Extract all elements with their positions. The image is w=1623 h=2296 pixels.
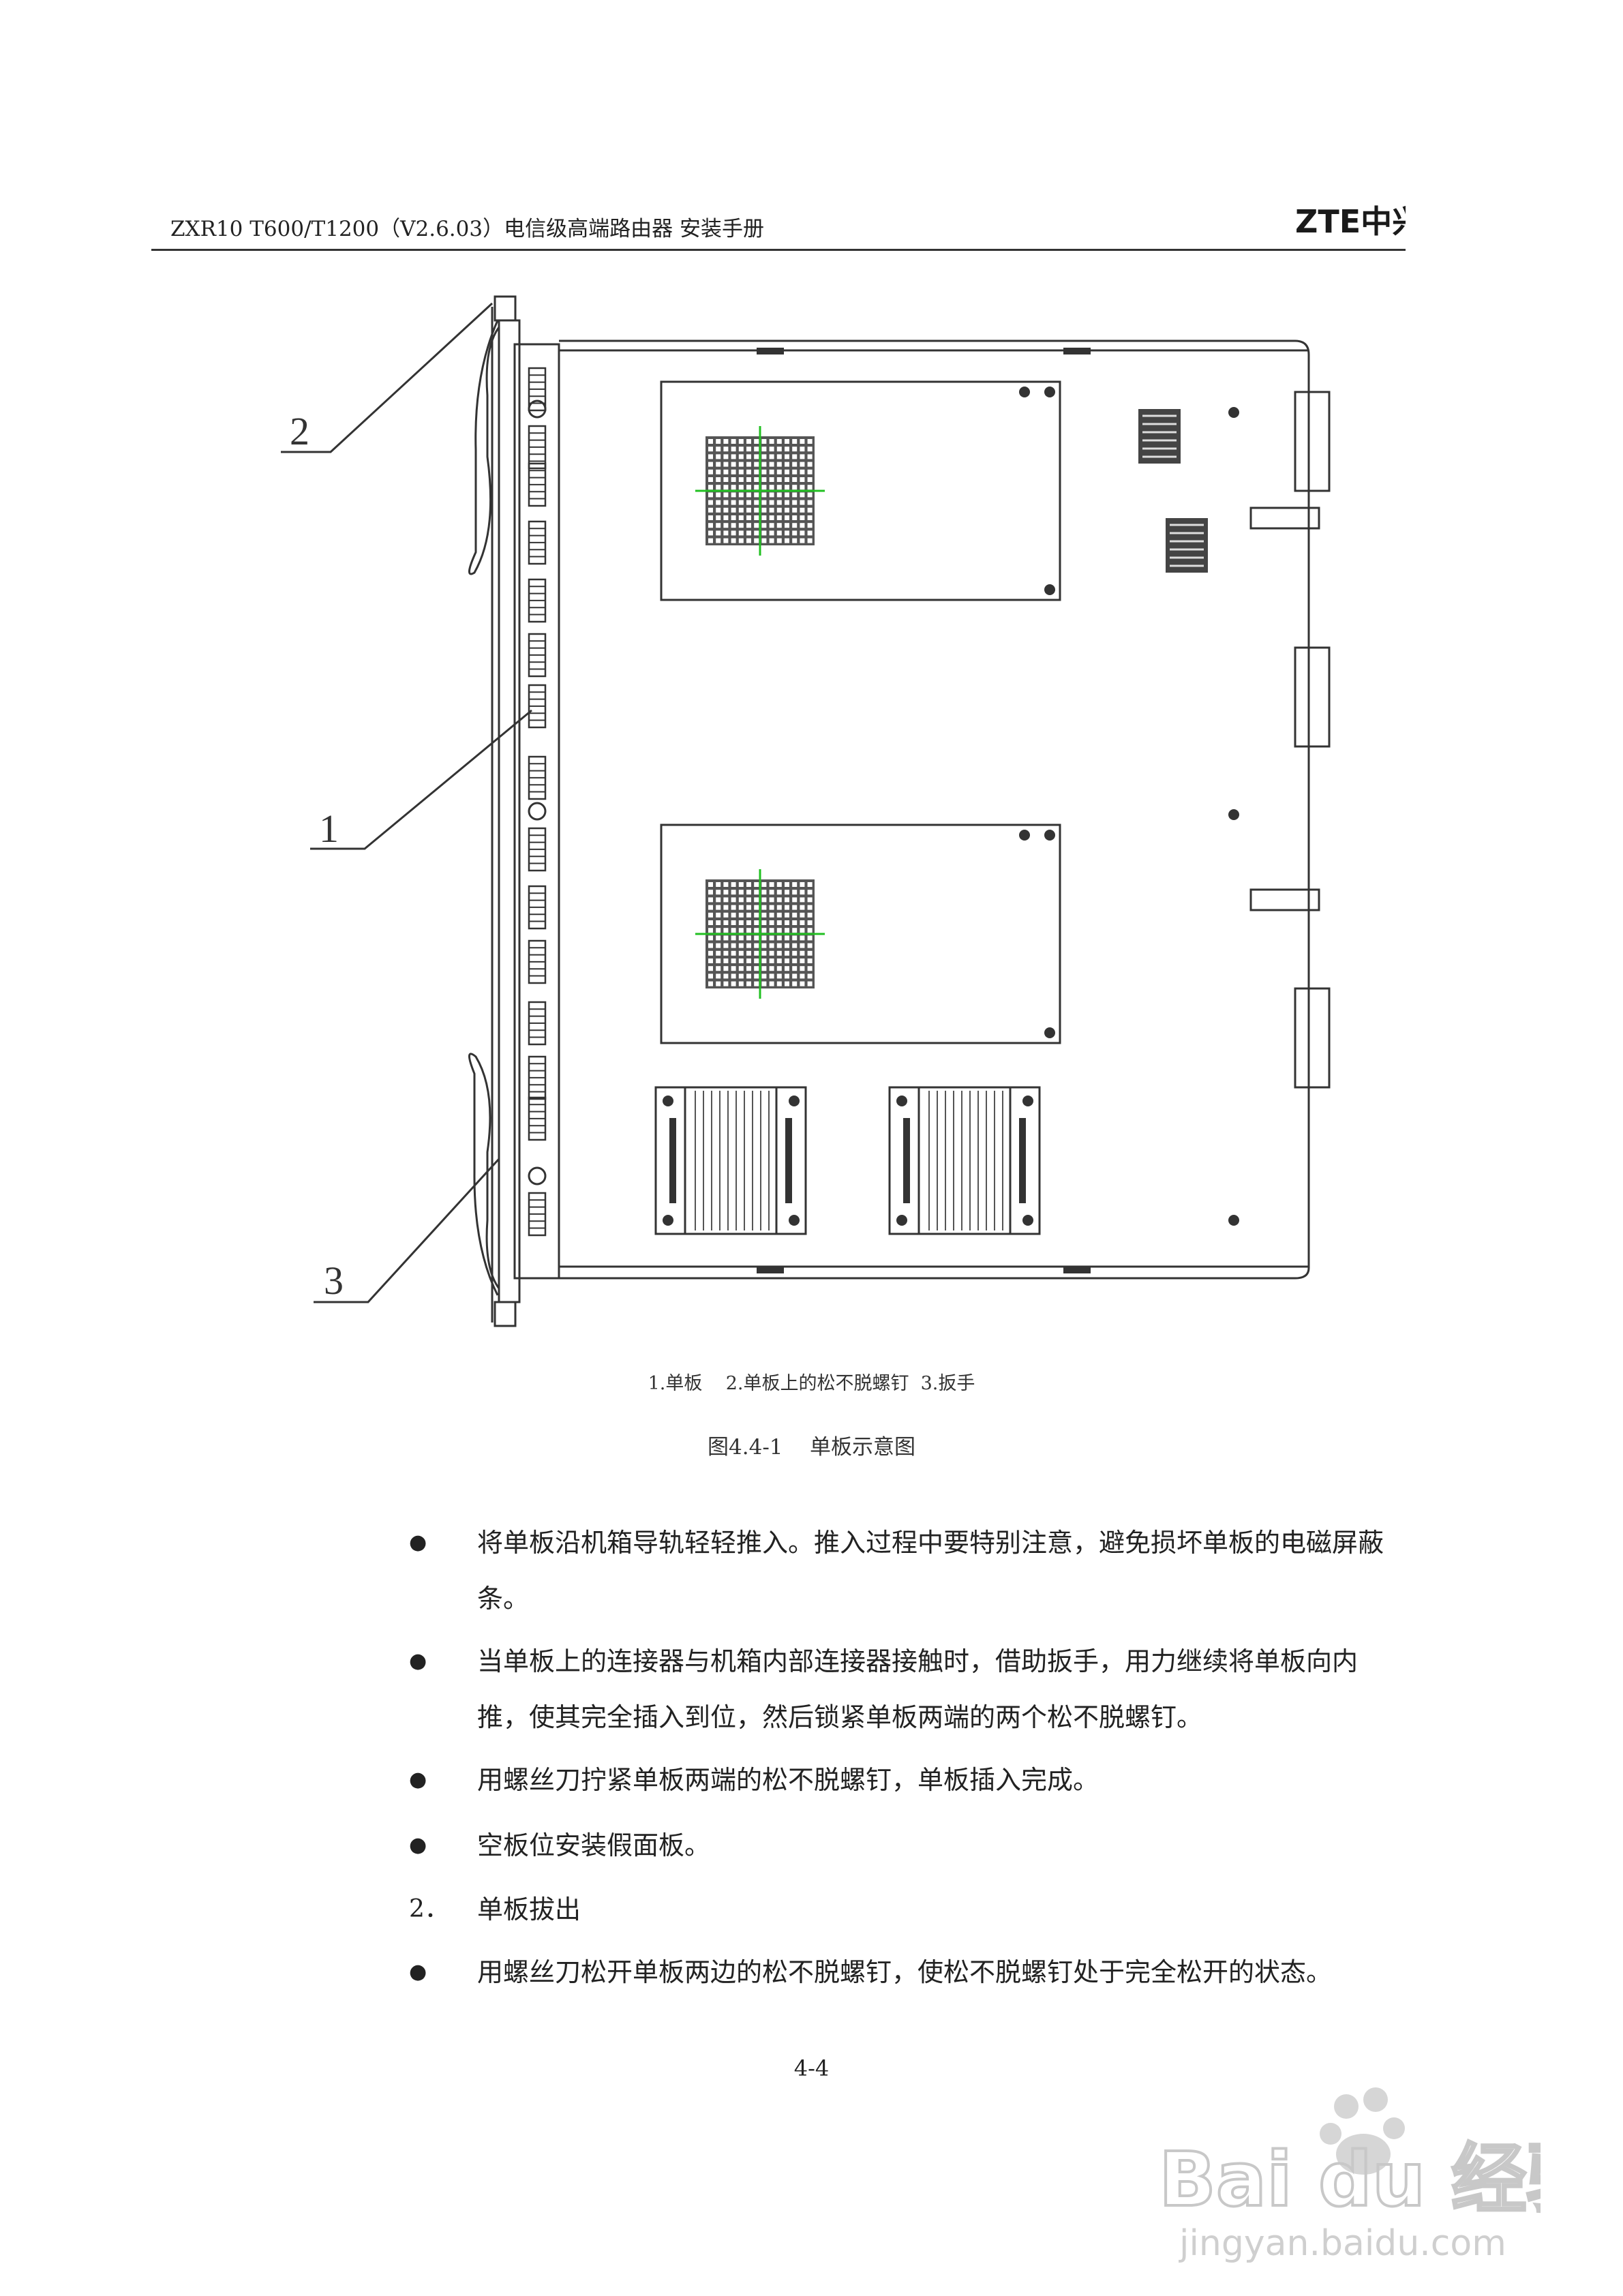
vent-slot <box>528 1096 547 1141</box>
svg-text:Bai du 经验: Bai du 经验 <box>1159 2136 1541 2223</box>
vent-slot <box>528 1192 547 1237</box>
vent-slot <box>528 755 547 800</box>
vent-slot <box>528 939 547 984</box>
bullet-marker: ● <box>409 1649 427 1673</box>
board-diagram: 2 1 3 <box>281 295 1331 1327</box>
page-header: ZXR10 T600/T1200（V2.6.03）电信级高端路由器 安装手册 Z… <box>151 203 1406 251</box>
vent-slot <box>528 684 547 729</box>
vent-slot <box>528 633 547 678</box>
section-heading: 单板拔出 <box>477 1894 581 1924</box>
svg-text:ZTE中兴: ZTE中兴 <box>1295 203 1406 239</box>
list-item-text: 当单板上的连接器与机箱内部连接器接触时，借助扳手，用力继续将单板向内推，使其完全… <box>477 1646 1359 1732</box>
list-item: ● 将单板沿机箱导轨轻轻推入。推入过程中要特别注意，避免损坏单板的电磁屏蔽条。 <box>409 1515 1404 1627</box>
bullet-marker: ● <box>409 1833 427 1857</box>
ic-chip <box>1166 518 1208 573</box>
vent-slot <box>528 425 547 470</box>
bga-chip <box>695 426 825 556</box>
ic-chip <box>1138 409 1181 464</box>
bga-chip <box>695 869 825 999</box>
list-item: ● 用螺丝刀拧紧单板两端的松不脱螺钉，单板插入完成。 <box>409 1752 1404 1808</box>
figure-caption: 图4.4-1 单板示意图 <box>708 1435 915 1460</box>
callout-3: 3 <box>324 1258 344 1303</box>
vent-slot <box>528 1055 547 1100</box>
callout-1: 1 <box>319 806 339 851</box>
vent-slot <box>528 885 547 930</box>
list-item-text: 空板位安装假面板。 <box>477 1830 711 1860</box>
vent-slot <box>528 827 547 872</box>
bullet-marker: ● <box>409 1768 427 1792</box>
callout-2: 2 <box>290 409 309 453</box>
figure-legend: 1.单板 2.单板上的松不脱螺钉 3.扳手 <box>648 1373 975 1394</box>
bullet-marker: ● <box>409 1960 427 1984</box>
board-figure: 2 1 3 <box>259 293 1350 1336</box>
bullet-marker: ● <box>409 1530 427 1554</box>
list-item-text: 用螺丝刀拧紧单板两端的松不脱螺钉，单板插入完成。 <box>477 1765 1099 1795</box>
list-item: 2． 单板拔出 <box>409 1882 1404 1937</box>
vent-slot <box>528 462 547 507</box>
vent-slot <box>528 367 547 412</box>
list-item: ● 用螺丝刀松开单板两边的松不脱螺钉，使松不脱螺钉处于完全松开的状态。 <box>409 1944 1404 2000</box>
svg-text:jingyan.baidu.com: jingyan.baidu.com <box>1179 2223 1506 2264</box>
baidu-watermark: Bai du 经验 jingyan.baidu.com <box>1159 2087 1541 2264</box>
list-item-text: 将单板沿机箱导轨轻轻推入。推入过程中要特别注意，避免损坏单板的电磁屏蔽条。 <box>477 1528 1384 1614</box>
list-item: ● 空板位安装假面板。 <box>409 1817 1404 1873</box>
vent-slot <box>528 1001 547 1046</box>
header-title: ZXR10 T600/T1200（V2.6.03）电信级高端路由器 安装手册 <box>170 217 764 241</box>
list-item: ● 当单板上的连接器与机箱内部连接器接触时，借助扳手，用力继续将单板向内推，使其… <box>409 1633 1404 1745</box>
list-item-text: 用螺丝刀松开单板两边的松不脱螺钉，使松不脱螺钉处于完全松开的状态。 <box>477 1957 1333 1987</box>
zte-logo: ZTE中兴 <box>1295 203 1406 239</box>
vent-slot <box>528 520 547 565</box>
page-number: 4-4 <box>793 2055 830 2081</box>
vent-slot <box>528 578 547 623</box>
section-number: 2． <box>409 1895 449 1923</box>
